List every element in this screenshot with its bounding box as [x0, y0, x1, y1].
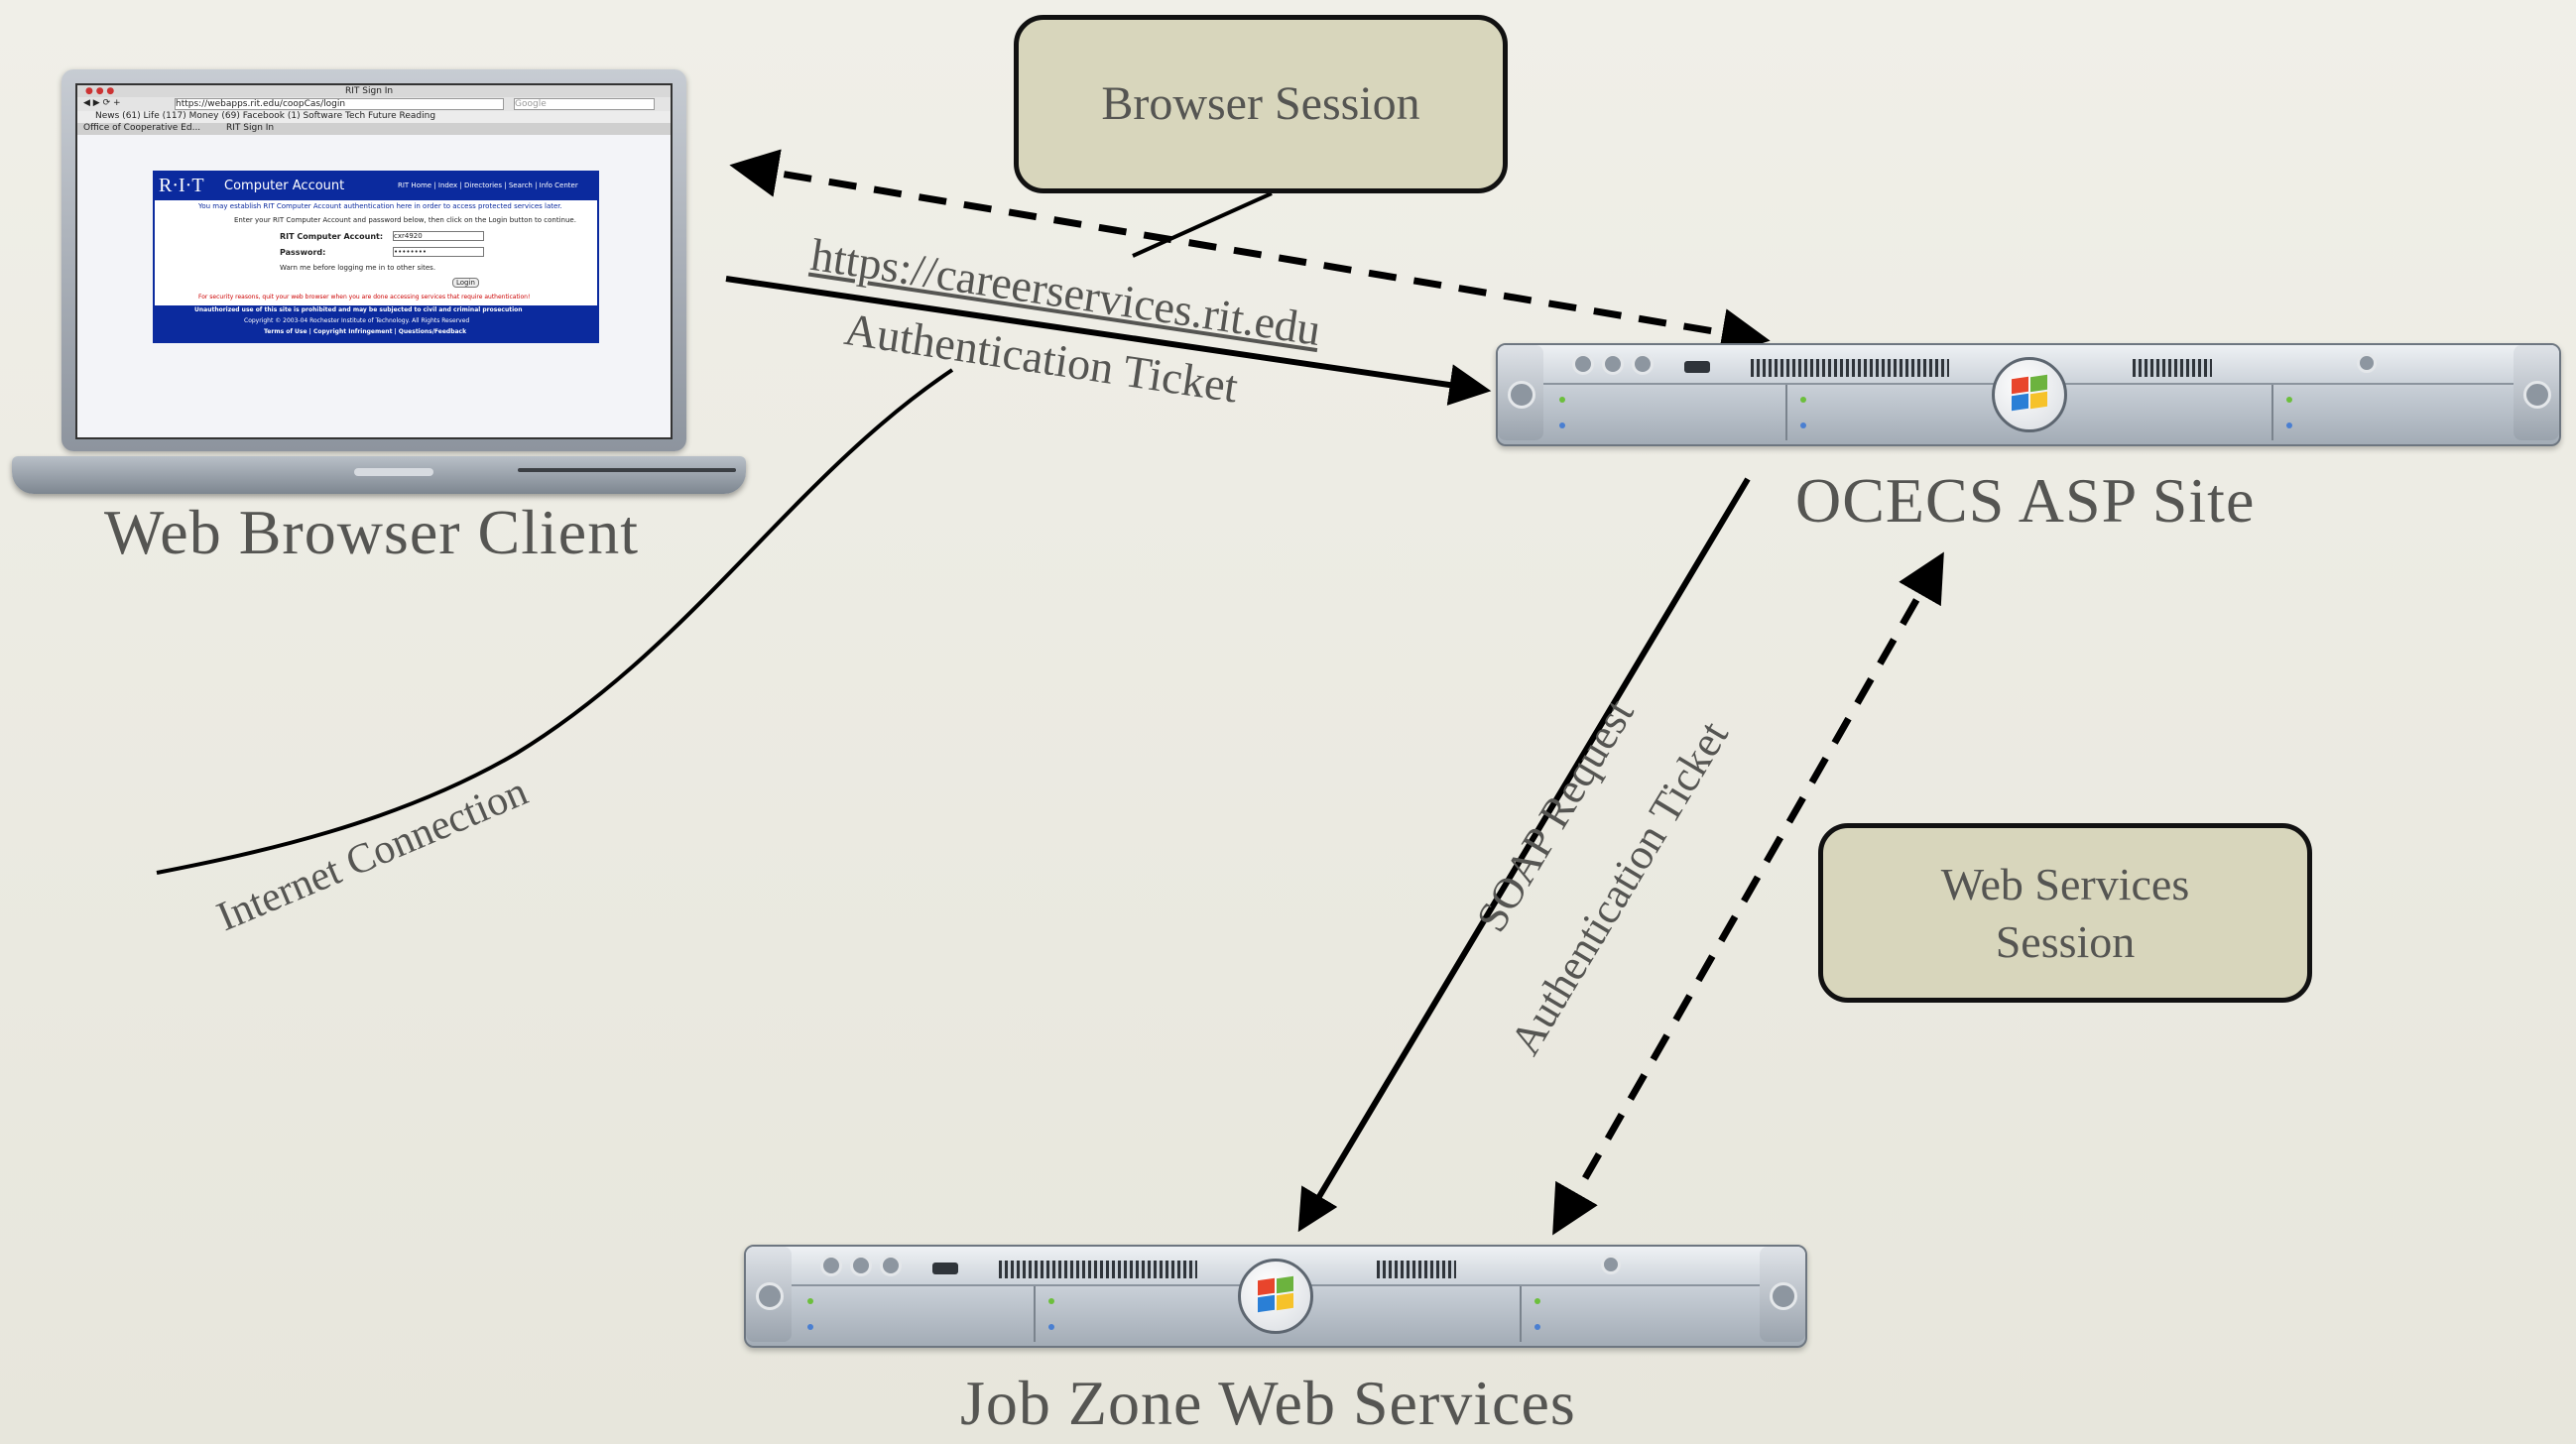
password-label: Password:	[280, 248, 326, 257]
search-field: Google	[514, 98, 655, 110]
browser-toolbar: ◀ ▶ ⟳ + https://webapps.rit.edu/coopCas/…	[77, 97, 671, 112]
window-controls-icon: ● ● ●	[85, 86, 115, 96]
warn-checkbox-label: Warn me before logging me in to other si…	[280, 264, 436, 272]
footer-line-2: Copyright © 2003-04 Rochester Institute …	[244, 317, 470, 324]
internet-connection-curve	[156, 368, 954, 875]
rit-header-title: Computer Account	[224, 179, 345, 193]
windows-logo-icon	[1992, 357, 2067, 432]
asp-site-label: OCECS ASP Site	[1795, 465, 2256, 536]
footer-line-3: Terms of Use | Copyright Infringement | …	[264, 328, 467, 335]
client-label: Web Browser Client	[104, 497, 639, 567]
address-bar: https://webapps.rit.edu/coopCas/login	[175, 98, 504, 110]
windows-logo-icon	[1238, 1259, 1313, 1334]
tab-1: Office of Cooperative Ed...	[83, 123, 201, 133]
browser-session-connector	[1132, 191, 1273, 258]
intro-text-1: You may establish RIT Computer Account a…	[198, 202, 562, 210]
browser-session-box: Browser Session	[1014, 15, 1508, 193]
password-input: ••••••••	[393, 247, 484, 257]
web-services-session-dashed-arrow	[1552, 551, 1944, 1236]
security-note: For security reasons, quit your web brow…	[198, 294, 531, 301]
login-button: Login	[452, 278, 479, 288]
rit-login-panel: R·I·T Computer Account RIT Home | Index …	[153, 171, 599, 343]
job-zone-label: Job Zone Web Services	[960, 1368, 1576, 1438]
footer-line-1: Unauthorized use of this site is prohibi…	[194, 306, 523, 313]
browser-window-title: RIT Sign In	[345, 86, 394, 96]
rit-login-footer: Unauthorized use of this site is prohibi…	[155, 305, 597, 341]
server-ear-right	[1760, 1247, 1805, 1342]
rit-logo: R·I·T	[159, 175, 204, 196]
laptop-slot	[518, 468, 736, 472]
server-ear-left	[1498, 345, 1543, 440]
ocecs-asp-server	[1496, 343, 2561, 446]
browser-session-dashed-arrow	[729, 149, 1771, 357]
tab-2: RIT Sign In	[226, 123, 275, 133]
rit-header-links: RIT Home | Index | Directories | Search …	[398, 181, 578, 189]
server-ear-left	[746, 1247, 792, 1342]
laptop-notch	[354, 468, 433, 476]
nav-buttons-icon: ◀ ▶ ⟳ +	[83, 98, 121, 108]
server-ear-right	[2514, 345, 2559, 440]
job-zone-server	[744, 1245, 1807, 1348]
account-label: RIT Computer Account:	[280, 232, 384, 241]
laptop-base	[12, 456, 746, 494]
web-services-session-box: Web Services Session	[1818, 823, 2312, 1003]
browser-screenshot: ● ● ● RIT Sign In ◀ ▶ ⟳ + https://webapp…	[75, 83, 673, 439]
intro-text-2: Enter your RIT Computer Account and pass…	[234, 216, 576, 224]
account-input: cxr4920	[393, 231, 484, 241]
laptop-lid: ● ● ● RIT Sign In ◀ ▶ ⟳ + https://webapp…	[61, 69, 686, 451]
bookmarks-list: News (61) Life (117) Money (69) Facebook…	[95, 111, 436, 121]
rit-login-header: R·I·T Computer Account RIT Home | Index …	[155, 173, 597, 200]
client-to-asp-arrow	[725, 276, 1492, 406]
